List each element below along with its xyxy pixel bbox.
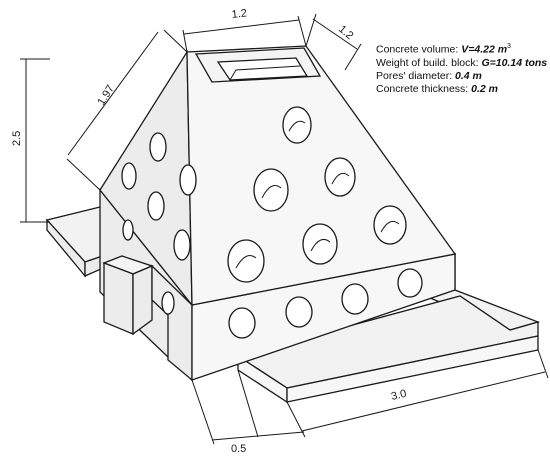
thickness-label: Concrete thickness:	[376, 82, 472, 95]
left-hole	[161, 291, 175, 315]
pores-row: Pores' diameter: 0.4 m	[376, 70, 547, 83]
volume-label: Concrete volume:	[376, 43, 462, 56]
left-hole	[121, 162, 137, 190]
volume-exponent: 3	[507, 43, 511, 50]
front-hole	[373, 205, 407, 245]
left-step-side	[132, 265, 153, 336]
band-hole	[228, 307, 256, 339]
left-step-front	[103, 262, 134, 335]
dim-base-length-label: 3.0	[390, 388, 408, 403]
band-hole	[341, 283, 369, 315]
volume-value: V=4.22 m	[461, 43, 508, 56]
block-specifications: Concrete volume: V=4.22 m3 Weight of bui…	[376, 40, 547, 96]
left-hole	[122, 219, 134, 241]
pores-label: Pores' diameter:	[376, 69, 456, 82]
weight-value: G=10.14 tons	[481, 56, 548, 69]
dim-step-width: 0.5	[191, 369, 305, 455]
volume-row: Concrete volume: V=4.22 m3	[376, 40, 547, 57]
band-hole	[397, 268, 423, 298]
left-hole	[179, 164, 197, 196]
pores-value: 0.4 m	[455, 69, 482, 82]
dim-slope-label: 1.97	[95, 83, 117, 108]
top-opening	[216, 57, 309, 81]
dim-height-label: 2.5	[11, 131, 23, 146]
dim-base-length: 3.0	[286, 349, 549, 438]
dim-height: 2.5	[11, 58, 50, 223]
dim-step-width-label: 0.5	[231, 443, 246, 455]
front-face-holes	[227, 106, 407, 283]
left-hole	[173, 229, 191, 261]
front-hole	[253, 168, 289, 212]
thickness-row: Concrete thickness: 0.2 m	[376, 83, 547, 96]
weight-row: Weight of build. block: G=10.14 tons	[376, 57, 547, 70]
front-hole	[324, 157, 356, 197]
band-holes	[228, 268, 423, 339]
front-hole	[227, 239, 265, 283]
thickness-value: 0.2 m	[471, 82, 498, 95]
front-hole	[302, 223, 338, 265]
weight-label: Weight of build. block:	[376, 56, 482, 69]
dim-top-width: 1.2	[182, 7, 307, 53]
left-hole	[147, 191, 165, 221]
dim-top-depth-label: 1.2	[336, 23, 355, 42]
left-face-holes	[121, 132, 197, 315]
dim-top-width-label: 1.2	[231, 7, 247, 21]
front-hole	[282, 106, 312, 144]
left-hole	[149, 132, 167, 162]
band-hole	[285, 296, 313, 328]
